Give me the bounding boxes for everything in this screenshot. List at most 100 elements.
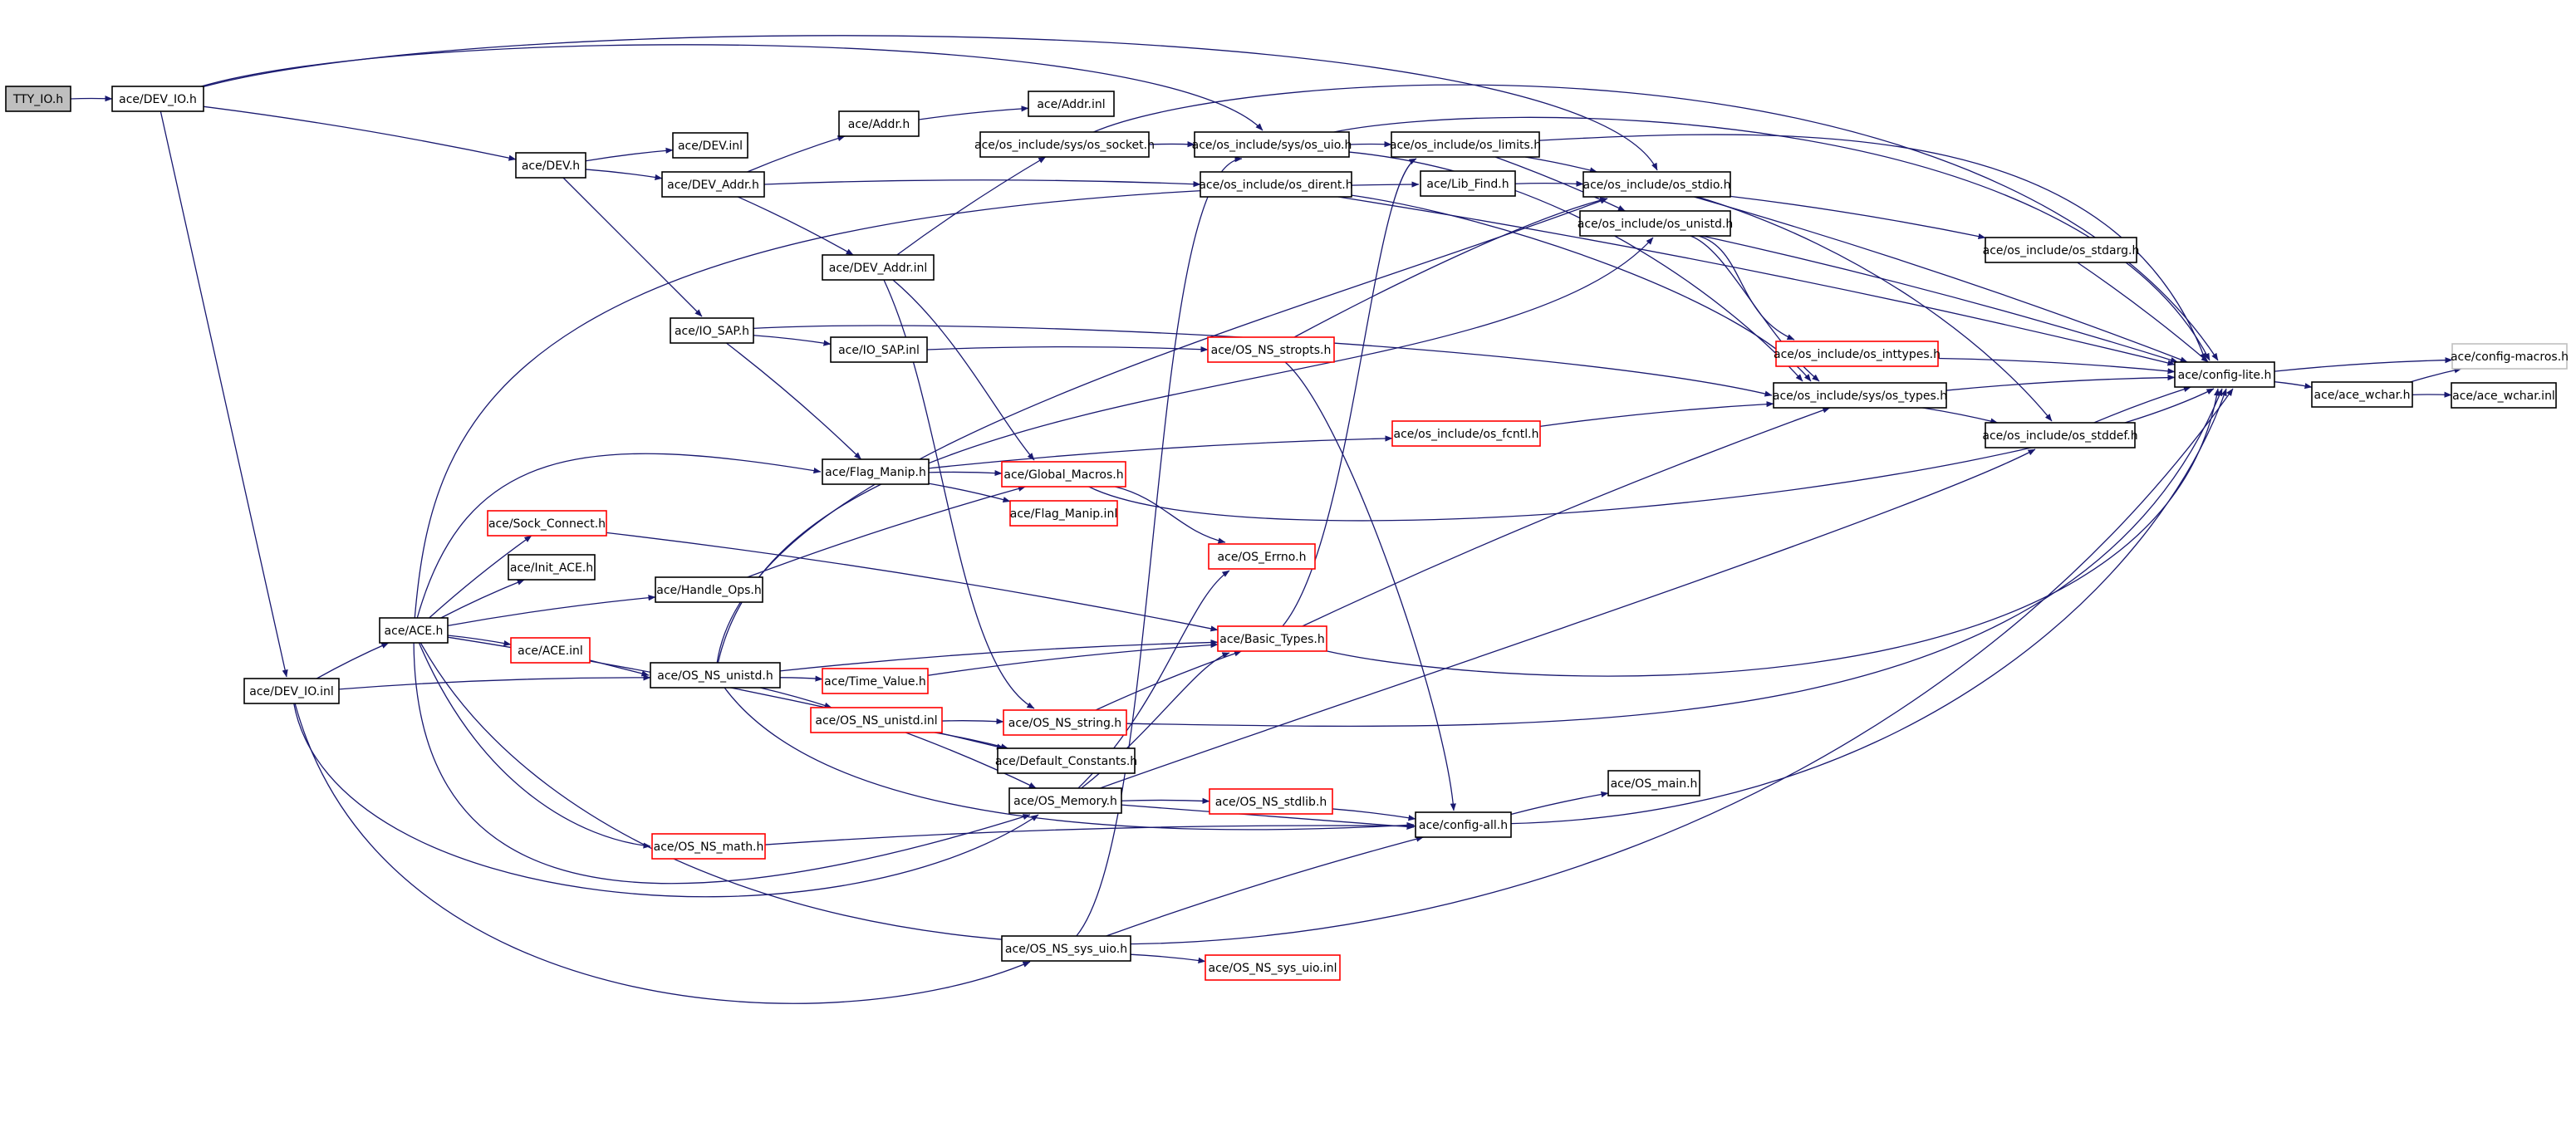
edge-dev-addr-h-to-os-dirent-h <box>763 179 1201 188</box>
node-ace-h[interactable]: ace/ACE.h <box>379 617 449 644</box>
node-box <box>2174 361 2275 388</box>
node-ace-wchar-inl[interactable]: ace/ace_wchar.inl <box>2451 382 2557 409</box>
node-label: ace/DEV.h <box>522 159 580 173</box>
node-addr-h[interactable]: ace/Addr.h <box>838 110 920 137</box>
node-handle-ops-h[interactable]: ace/Handle_Ops.h <box>655 576 763 603</box>
node-os-unistd-h[interactable]: ace/os_include/os_unistd.h <box>1577 210 1733 237</box>
node-os-fcntl-h[interactable]: ace/os_include/os_fcntl.h <box>1391 420 1541 447</box>
node-sock-connect-h[interactable]: ace/Sock_Connect.h <box>487 510 607 537</box>
node-time-value-h[interactable]: ace/Time_Value.h <box>822 668 929 694</box>
node-flag-manip-inl[interactable]: ace/Flag_Manip.inl <box>1009 500 1118 527</box>
node-label: ace/ace_wchar.h <box>2314 389 2411 402</box>
node-label: ace/OS_Memory.h <box>1013 795 1117 808</box>
node-os-ns-unistd-h[interactable]: ace/OS_NS_unistd.h <box>650 662 781 689</box>
node-flag-manip-h[interactable]: ace/Flag_Manip.h <box>822 458 930 485</box>
node-box <box>810 707 943 733</box>
node-os-dirent-h[interactable]: ace/os_include/os_dirent.h <box>1199 171 1353 198</box>
node-os-ns-stropts-h[interactable]: ace/OS_NS_stropts.h <box>1207 336 1335 363</box>
node-os-ns-stdlib-h[interactable]: ace/OS_NS_stdlib.h <box>1209 788 1333 815</box>
node-addr-inl[interactable]: ace/Addr.inl <box>1028 91 1115 117</box>
edge-dev-io-inl-to-os-ns-sys-uio-h <box>294 703 1031 1004</box>
node-default-constants-h[interactable]: ace/Default_Constants.h <box>995 747 1137 774</box>
node-box <box>243 678 340 704</box>
node-box <box>1420 170 1516 197</box>
node-label: ace/OS_NS_unistd.inl <box>815 714 937 728</box>
edge-dev-addr-h-to-dev-addr-inl <box>738 196 854 256</box>
node-box <box>5 86 71 112</box>
edge-ace-h-to-ace-inl <box>447 635 512 647</box>
edge-config-lite-h-to-config-macros-h <box>2274 357 2453 372</box>
node-config-macros-h[interactable]: ace/config-macros.h <box>2451 343 2569 370</box>
node-lib-find-h[interactable]: ace/Lib_Find.h <box>1420 170 1516 197</box>
edge-os-uio-h-to-os-types-h <box>1348 151 1803 382</box>
edge-ace-inl-to-os-ns-unistd-h <box>589 659 650 677</box>
edge-flag-manip-h-to-flag-manip-inl <box>928 483 1011 503</box>
node-os-stdarg-h[interactable]: ace/os_include/os_stdarg.h <box>1983 237 2140 263</box>
edge-os-types-h-to-os-stddef-h <box>1922 407 1999 424</box>
node-dev-h[interactable]: ace/DEV.h <box>515 152 586 179</box>
node-label: ace/DEV_Addr.h <box>667 179 759 192</box>
node-os-ns-sys-uio-inl[interactable]: ace/OS_NS_sys_uio.inl <box>1205 954 1341 981</box>
node-io-sap-h[interactable]: ace/IO_SAP.h <box>670 317 754 344</box>
node-label: ace/ACE.h <box>385 625 444 638</box>
node-io-sap-inl[interactable]: ace/IO_SAP.inl <box>830 336 928 363</box>
edge-ace-h-to-init-ace-h <box>440 579 525 619</box>
edge-os-ns-unistd-h-to-time-value-h <box>779 675 823 682</box>
node-box <box>1194 131 1350 158</box>
node-os-limits-h[interactable]: ace/os_include/os_limits.h <box>1390 131 1541 158</box>
node-dev-addr-inl[interactable]: ace/DEV_Addr.inl <box>822 254 935 281</box>
node-os-memory-h[interactable]: ace/OS_Memory.h <box>1008 787 1122 814</box>
node-os-stdio-h[interactable]: ace/os_include/os_stdio.h <box>1582 171 1731 198</box>
node-dev-addr-h[interactable]: ace/DEV_Addr.h <box>661 171 765 198</box>
node-box <box>515 152 586 179</box>
node-box <box>487 510 607 537</box>
node-init-ace-h[interactable]: ace/Init_ACE.h <box>508 554 596 581</box>
edge-os-limits-h-to-os-stdio-h <box>1524 156 1597 174</box>
node-config-all-h[interactable]: ace/config-all.h <box>1415 811 1512 838</box>
node-os-types-h[interactable]: ace/os_include/sys/os_types.h <box>1773 382 1947 409</box>
edge-basic-types-h-to-config-lite-h <box>1326 388 2220 677</box>
node-tty-io-h[interactable]: TTY_IO.h <box>5 86 71 112</box>
edge-sock-connect-h-to-basic-types-h <box>606 532 1219 632</box>
edge-os-stdio-h-to-os-stdarg-h <box>1730 195 1986 240</box>
node-dev-io-inl[interactable]: ace/DEV_IO.inl <box>243 678 340 704</box>
node-box <box>1209 788 1333 815</box>
node-os-socket-h[interactable]: ace/os_include/sys/os_socket.h <box>974 131 1155 158</box>
node-label: ace/OS_NS_stropts.h <box>1211 344 1332 357</box>
node-box <box>672 132 748 159</box>
node-os-ns-string-h[interactable]: ace/OS_NS_string.h <box>1003 709 1127 736</box>
node-dev-inl[interactable]: ace/DEV.inl <box>672 132 748 159</box>
edge-ace-h-to-os-memory-h <box>413 642 1031 885</box>
node-config-lite-h[interactable]: ace/config-lite.h <box>2174 361 2275 388</box>
node-os-ns-sys-uio-h[interactable]: ace/OS_NS_sys_uio.h <box>1001 935 1131 962</box>
node-os-ns-math-h[interactable]: ace/OS_NS_math.h <box>651 833 766 860</box>
edge-dev-addr-inl-to-os-socket-h <box>896 156 1047 256</box>
node-dev-io-h[interactable]: ace/DEV_IO.h <box>111 86 204 112</box>
node-box <box>1001 935 1131 962</box>
edge-dev-io-h-to-os-uio-h <box>201 44 1263 131</box>
node-os-errno-h[interactable]: ace/OS_Errno.h <box>1208 543 1316 570</box>
node-ace-wchar-h[interactable]: ace/ace_wchar.h <box>2311 381 2413 408</box>
edge-os-ns-sys-uio-h-to-os-uio-h <box>1076 156 1243 937</box>
node-label: ace/os_include/os_stdarg.h <box>1983 244 2140 257</box>
node-box <box>1008 787 1122 814</box>
node-os-uio-h[interactable]: ace/os_include/sys/os_uio.h <box>1192 131 1352 158</box>
edge-basic-types-h-to-os-types-h <box>1302 407 1831 627</box>
node-ace-inl[interactable]: ace/ACE.inl <box>510 637 591 664</box>
node-os-main-h[interactable]: ace/OS_main.h <box>1607 770 1700 796</box>
node-box <box>838 110 920 137</box>
node-box <box>1009 500 1118 527</box>
node-label: ace/DEV_Addr.inl <box>829 262 928 275</box>
node-os-stddef-h[interactable]: ace/os_include/os_stddef.h <box>1982 422 2138 448</box>
node-label: ace/os_include/os_unistd.h <box>1577 218 1733 231</box>
edges-layer <box>70 35 2462 1004</box>
edge-os-ns-unistd-inl-to-os-ns-string-h <box>941 718 1004 725</box>
edge-time-value-h-to-basic-types-h <box>927 641 1219 676</box>
node-basic-types-h[interactable]: ace/Basic_Types.h <box>1217 625 1327 652</box>
edge-config-all-h-to-os-main-h <box>1510 791 1609 816</box>
edge-dev-io-inl-to-os-memory-h <box>293 703 1039 898</box>
node-box <box>1775 341 1939 367</box>
node-global-macros-h[interactable]: ace/Global_Macros.h <box>1001 461 1126 488</box>
node-os-inttypes-h[interactable]: ace/os_include/os_inttypes.h <box>1774 341 1941 367</box>
node-os-ns-unistd-inl[interactable]: ace/OS_NS_unistd.inl <box>810 707 943 733</box>
